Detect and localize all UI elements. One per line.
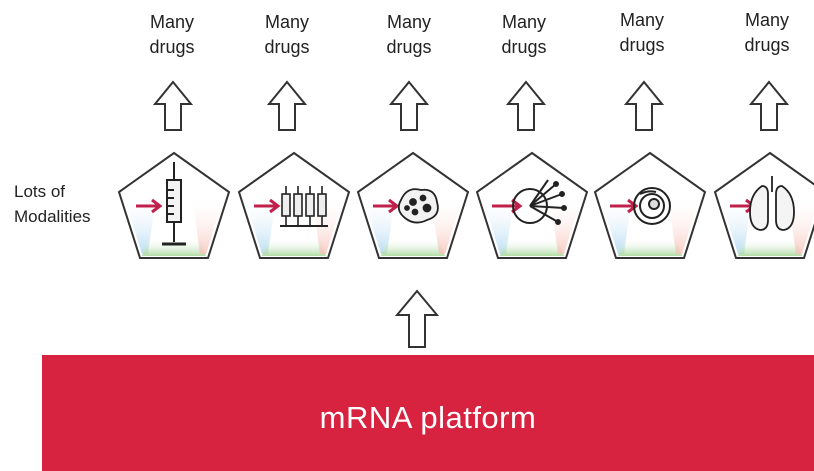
up-arrow-icon xyxy=(749,80,789,131)
receptor-cell-icon xyxy=(512,179,567,225)
lungs-icon xyxy=(749,176,795,231)
up-arrow-icon xyxy=(389,80,429,131)
vials-icon xyxy=(280,186,328,227)
cell-modality xyxy=(356,151,470,259)
receptor-cell-modality xyxy=(475,151,589,259)
many-drugs-label-2: Many drugs xyxy=(264,12,310,57)
up-arrow-icon xyxy=(395,289,439,348)
mrna-platform-bar: mRNA platform xyxy=(42,355,814,471)
syringe-modality xyxy=(117,151,231,259)
up-arrow-icon xyxy=(267,80,307,131)
up-arrow-icon xyxy=(506,80,546,131)
up-arrow-icon xyxy=(624,80,664,131)
many-drugs-label-3: Many drugs xyxy=(386,12,432,57)
pointer-arrow-icon xyxy=(373,198,400,214)
nucleus-cell-modality xyxy=(593,151,707,259)
lungs-modality xyxy=(713,151,814,259)
pointer-arrow-icon xyxy=(136,198,163,214)
syringe-icon xyxy=(162,162,186,246)
up-arrow-icon xyxy=(153,80,193,131)
many-drugs-label-4: Many drugs xyxy=(501,12,547,57)
platform-label: mRNA platform xyxy=(319,400,537,435)
cell-icon xyxy=(397,188,439,224)
many-drugs-label-6: Many drugs xyxy=(744,10,790,55)
many-drugs-label-5: Many drugs xyxy=(619,10,665,55)
modalities-label: Lots of Modalities xyxy=(14,182,91,226)
nucleus-cell-icon xyxy=(633,187,671,225)
many-drugs-label-1: Many drugs xyxy=(149,12,195,57)
vials-modality xyxy=(237,151,351,259)
pointer-arrow-icon xyxy=(610,198,639,214)
pointer-arrow-icon xyxy=(254,198,281,214)
